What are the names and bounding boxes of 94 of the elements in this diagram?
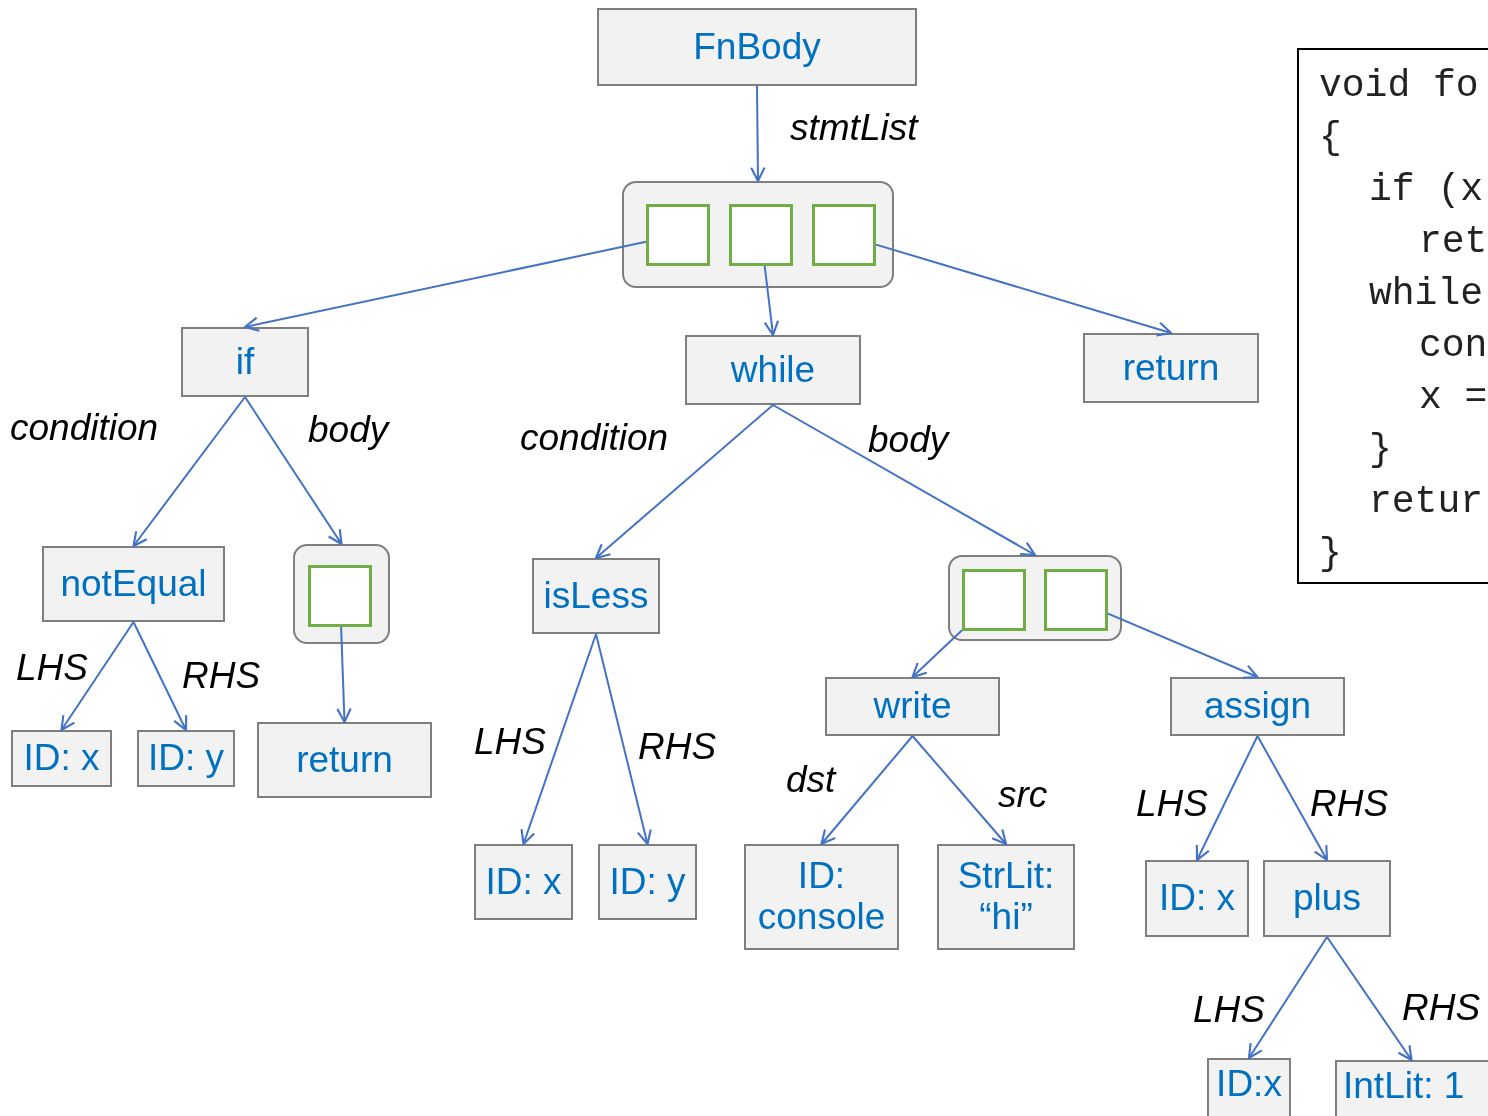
list-slot: [962, 569, 1026, 631]
arrow: [763, 265, 780, 337]
edge-label: condition: [520, 418, 669, 459]
ast-node-box: [1263, 860, 1391, 937]
edge-label: dst: [786, 760, 836, 801]
arrow: [750, 85, 766, 183]
code-line: while: [1368, 271, 1484, 317]
ast-node-box: [937, 844, 1075, 950]
node-label: ID: y: [147, 738, 225, 779]
arrow: [772, 404, 1037, 557]
node-label: ID: console: [756, 856, 887, 938]
code-line: ret: [1418, 219, 1488, 265]
ast-node-box: [1145, 860, 1249, 937]
arrow: [594, 404, 774, 560]
ast-node-box: [597, 8, 917, 86]
arrow: [1247, 936, 1328, 1060]
statement-list-box: [293, 544, 390, 644]
node-label: FnBody: [693, 26, 821, 68]
arrow: [1107, 612, 1259, 679]
node-label: return: [296, 739, 393, 781]
edge-label: RHS: [182, 656, 261, 697]
code-line: void fo: [1319, 63, 1479, 109]
ast-node-box: [532, 558, 660, 634]
node-label: isLess: [543, 575, 649, 617]
ast-node-box: [744, 844, 899, 950]
code-line: x =: [1418, 375, 1488, 421]
node-label: ID:x: [1216, 1064, 1282, 1105]
edge-label: stmtList: [790, 108, 918, 149]
statement-list-box: [948, 555, 1122, 641]
arrow: [820, 735, 914, 846]
code-listing: [1297, 48, 1488, 584]
node-label: while: [730, 349, 816, 391]
arrow: [336, 626, 352, 724]
edge-label: RHS: [638, 727, 717, 768]
list-slot: [1044, 569, 1108, 631]
arrow: [911, 735, 1008, 846]
list-slot: [812, 204, 876, 266]
arrow: [520, 633, 597, 846]
code-line: }: [1319, 531, 1342, 577]
code-line: retur: [1368, 479, 1484, 525]
node-label: ID: x: [485, 861, 562, 903]
list-slot: [646, 204, 710, 266]
list-slot: [729, 204, 793, 266]
node-label: ID: y: [609, 861, 686, 903]
node-label: if: [235, 341, 255, 383]
code-line: }: [1368, 427, 1392, 473]
list-slot: [308, 565, 372, 627]
node-label: plus: [1293, 878, 1361, 919]
edge-label: LHS: [1193, 990, 1265, 1031]
ast-node-box: [137, 730, 235, 787]
arrow: [243, 240, 647, 332]
ast-node-box: [1083, 333, 1259, 403]
node-label: write: [873, 686, 952, 727]
node-label: assign: [1204, 686, 1311, 727]
ast-node-box: [685, 335, 861, 405]
arrow: [911, 629, 963, 679]
edge-label: body: [868, 420, 949, 461]
ast-node-box: [42, 546, 225, 622]
ast-node-box: [1170, 677, 1345, 736]
node-label: IntLit: 1: [1343, 1066, 1465, 1107]
arrow: [132, 396, 246, 548]
edge-label: condition: [10, 408, 159, 449]
arrow: [1326, 936, 1413, 1062]
edge-label: body: [308, 410, 389, 451]
arrow: [244, 396, 343, 546]
ast-node-box: [825, 677, 1000, 736]
arrow: [60, 621, 135, 732]
node-label: notEqual: [60, 563, 207, 605]
ast-node-box: [1207, 1058, 1291, 1116]
ast-node-box: [181, 327, 309, 397]
edge-label: LHS: [1136, 784, 1208, 825]
arrow: [595, 633, 652, 846]
edge-label: RHS: [1402, 988, 1481, 1029]
arrow: [1256, 735, 1329, 862]
edge-label: LHS: [16, 648, 88, 689]
arrow: [132, 621, 188, 732]
statement-list-box: [622, 181, 894, 288]
ast-node-box: [1335, 1060, 1488, 1116]
node-label: StrLit: “hi”: [956, 856, 1056, 938]
edge-label: RHS: [1310, 784, 1389, 825]
arrow: [875, 243, 1173, 337]
edge-label: LHS: [474, 722, 546, 763]
ast-node-box: [474, 844, 573, 920]
node-label: ID: x: [1158, 878, 1236, 919]
node-label: ID: x: [23, 738, 100, 779]
code-line: {: [1319, 115, 1342, 161]
ast-node-box: [11, 730, 112, 787]
ast-node-box: [257, 722, 432, 798]
edge-label: src: [998, 775, 1048, 816]
ast-node-box: [598, 844, 697, 920]
arrow: [1195, 735, 1259, 862]
node-label: return: [1122, 347, 1220, 389]
code-line: con: [1418, 323, 1488, 369]
code-line: if (x: [1368, 167, 1484, 213]
